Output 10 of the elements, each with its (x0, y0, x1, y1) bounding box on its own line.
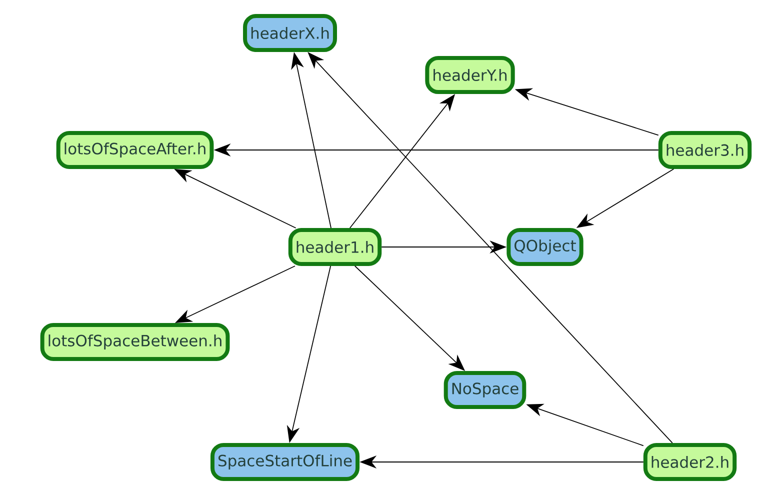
file-node: NoSpace (444, 371, 526, 409)
file-node: header3.h (658, 131, 752, 169)
file-node: lotsOfSpaceBetween.h (40, 323, 230, 361)
file-node: header2.h (643, 443, 737, 481)
file-node: lotsOfSpaceAfter.h (56, 131, 214, 169)
file-node: QObject (506, 228, 584, 266)
file-node: header1.h (288, 228, 382, 266)
file-node: headerY.h (425, 56, 515, 94)
file-node: SpaceStartOfLine (210, 443, 360, 481)
file-node: headerX.h (243, 14, 337, 52)
